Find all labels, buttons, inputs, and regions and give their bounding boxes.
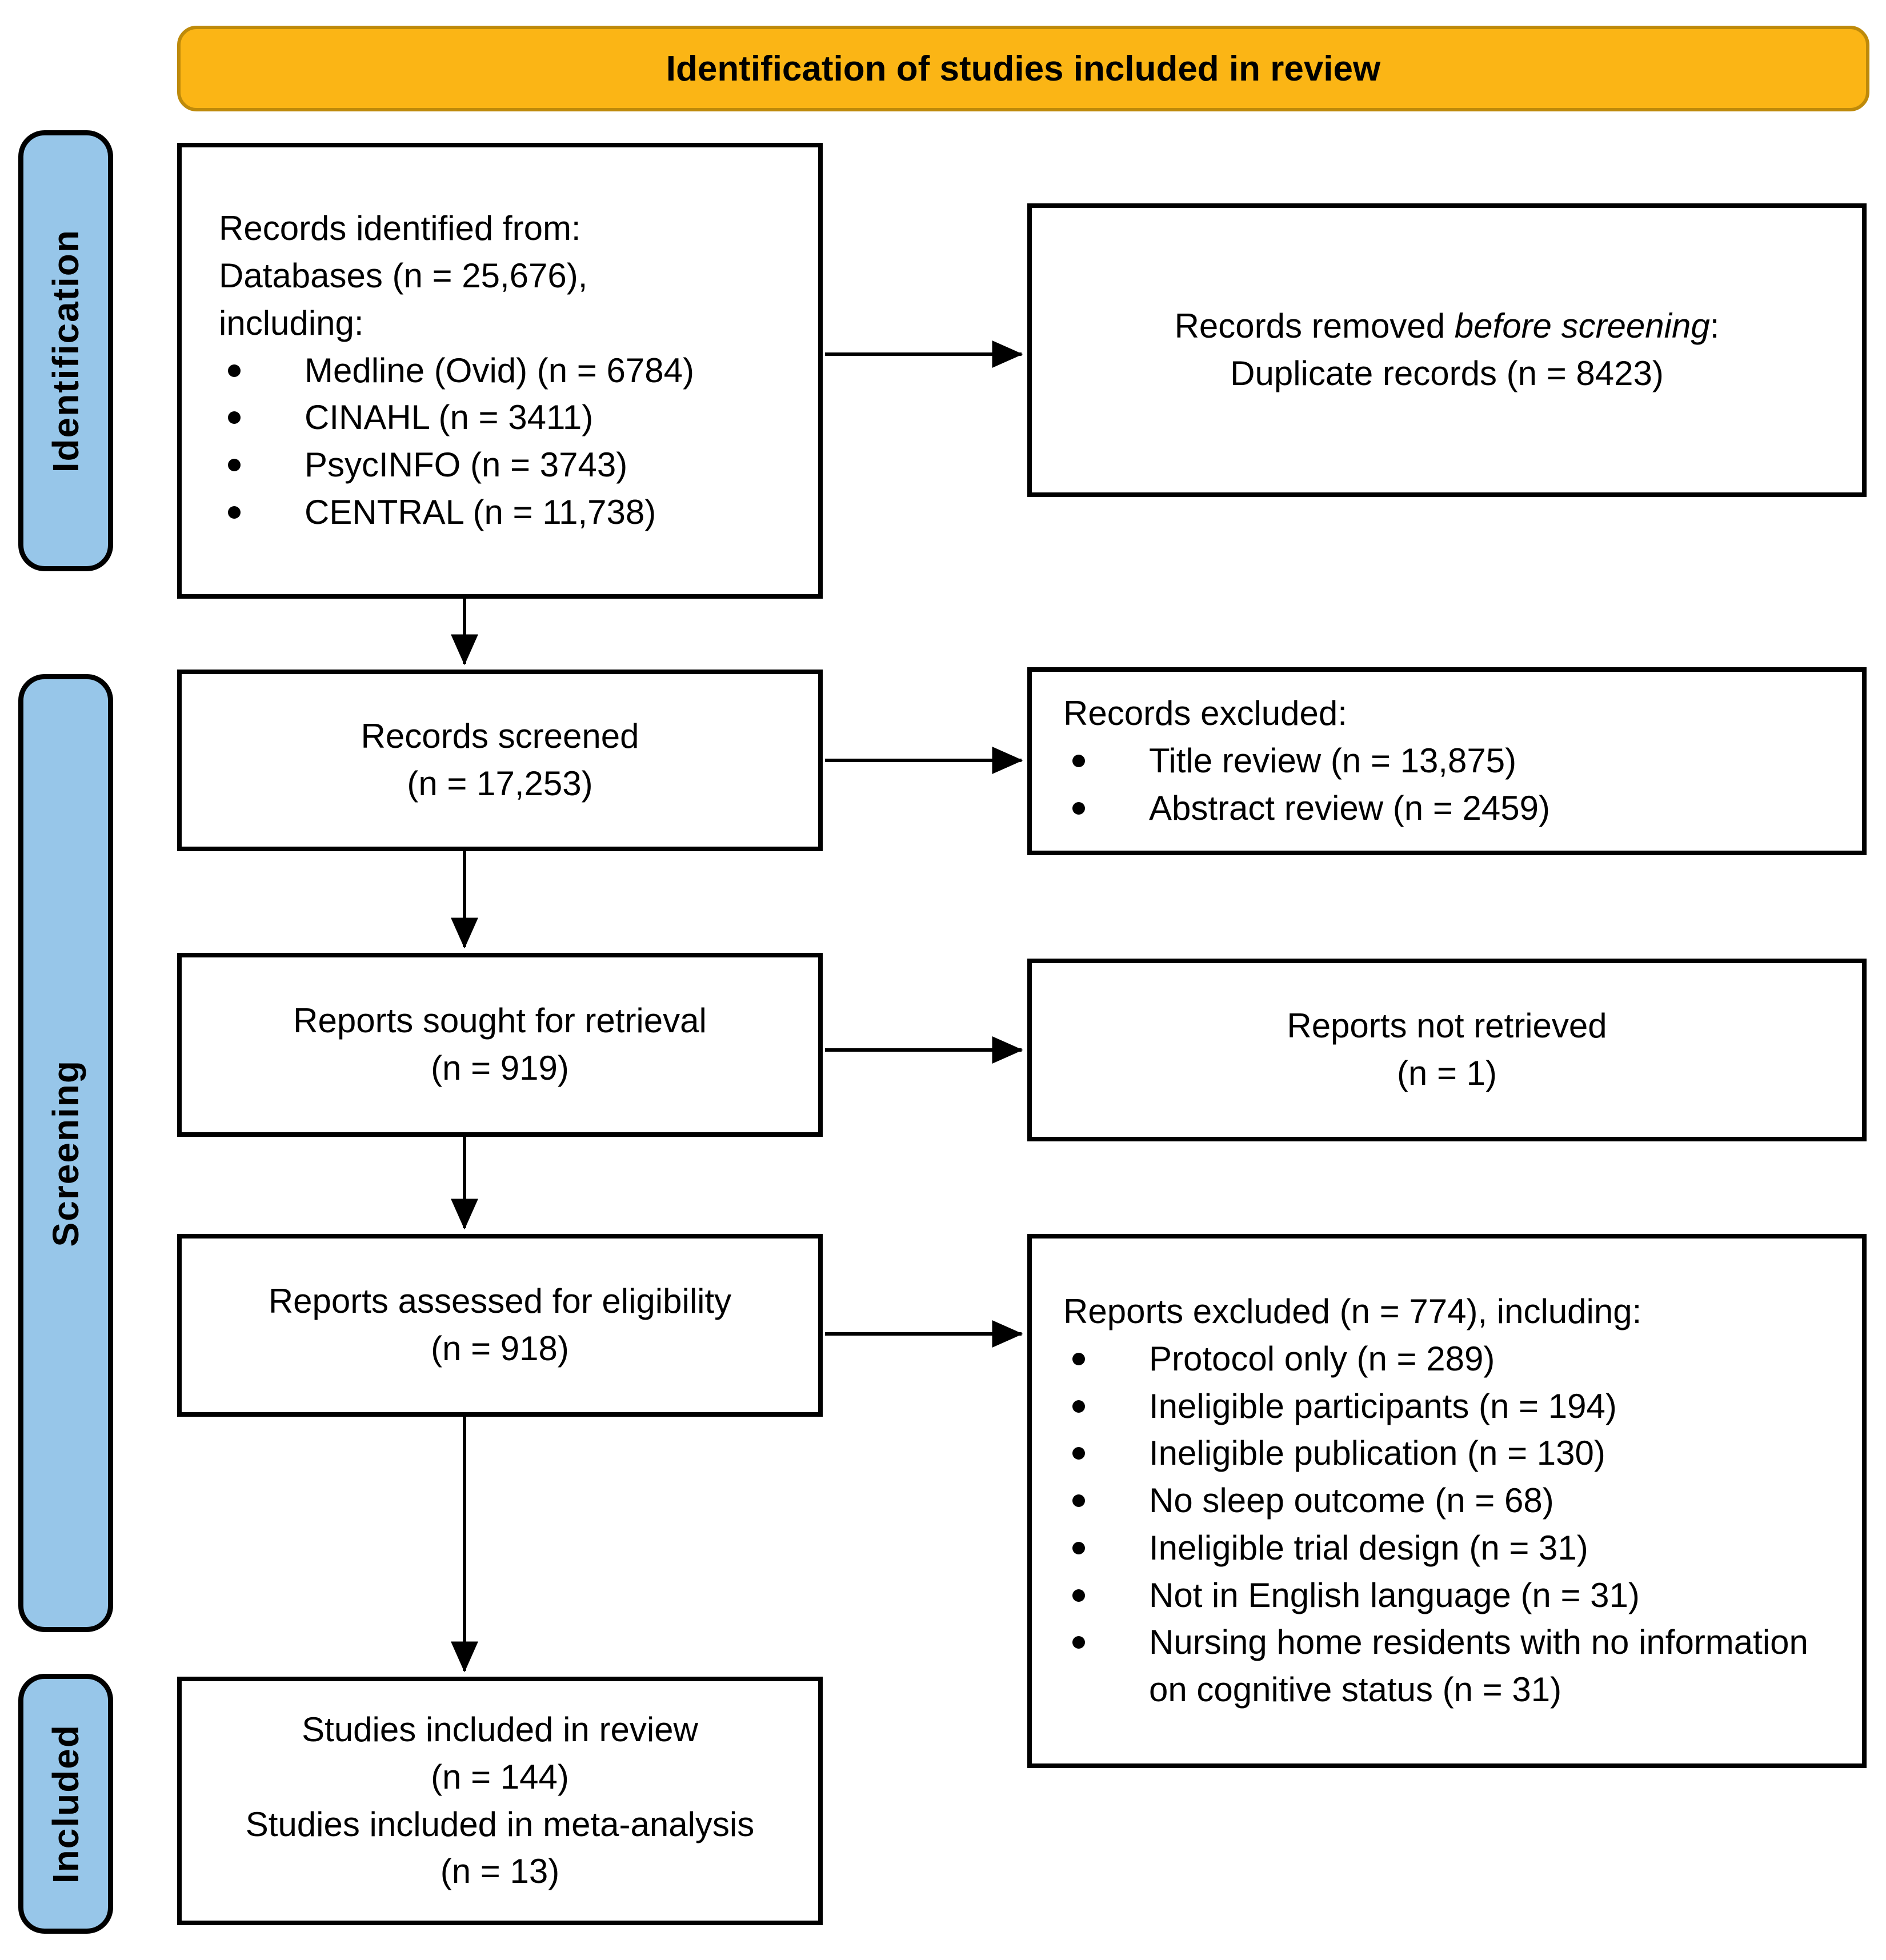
stage-label-screening: Screening [18, 674, 113, 1632]
records-identified-line: Databases (n = 25,676), [219, 256, 588, 295]
bullet-item: CENTRAL (n = 11,738) [219, 489, 787, 536]
box-studies-included: Studies included in review (n = 144) Stu… [177, 1677, 823, 1925]
studies-included-line: Studies included in meta-analysis [245, 1805, 755, 1843]
records-removed-line1: Records removed before screening: [1066, 303, 1828, 350]
banner-title: Identification of studies included in re… [177, 26, 1869, 111]
records-removed-line2: Duplicate records (n = 8423) [1230, 354, 1664, 392]
records-removed-prefix: Records removed [1174, 307, 1455, 346]
bullet-item: Protocol only (n = 289) [1063, 1336, 1836, 1383]
records-removed-italic: before screening [1454, 307, 1710, 346]
records-identified-line: including: [219, 303, 364, 342]
box-reports-sought: Reports sought for retrieval (n = 919) [177, 953, 823, 1137]
box-records-excluded: Records excluded: Title review (n = 13,8… [1027, 667, 1867, 855]
box-reports-assessed: Reports assessed for eligibility (n = 91… [177, 1234, 823, 1417]
reports-excluded-title: Reports excluded (n = 774), including: [1063, 1292, 1642, 1330]
banner-title-label: Identification of studies included in re… [666, 49, 1381, 89]
bullet-item: Ineligible trial design (n = 31) [1063, 1525, 1836, 1572]
bullet-item: Nursing home residents with no informati… [1063, 1619, 1836, 1714]
reports-assessed-line1: Reports assessed for eligibility [268, 1282, 732, 1321]
stage-label-identification: Identification [18, 130, 113, 571]
reports-assessed-line2: (n = 918) [431, 1329, 569, 1368]
box-reports-not-retrieved: Reports not retrieved (n = 1) [1027, 959, 1867, 1141]
bullet-item: Abstract review (n = 2459) [1063, 785, 1836, 832]
stage-label-screening-text: Screening [45, 1059, 86, 1247]
records-removed-suffix: : [1709, 307, 1720, 346]
studies-included-line: (n = 13) [440, 1852, 560, 1891]
stage-label-included-text: Included [45, 1723, 86, 1884]
records-screened-line1: Records screened [361, 717, 639, 756]
box-reports-excluded: Reports excluded (n = 774), including: P… [1027, 1234, 1867, 1768]
bullet-item: Medline (Ovid) (n = 6784) [219, 347, 787, 395]
records-excluded-bullet-list: Title review (n = 13,875)Abstract review… [1063, 737, 1836, 832]
records-identified-bullet-list: Medline (Ovid) (n = 6784)CINAHL (n = 341… [219, 347, 787, 536]
box-records-removed: Records removed before screening: Duplic… [1027, 203, 1867, 497]
bullet-item: Title review (n = 13,875) [1063, 737, 1836, 785]
stage-label-identification-text: Identification [45, 229, 86, 473]
reports-sought-line1: Reports sought for retrieval [293, 1001, 707, 1040]
stage-label-included: Included [18, 1674, 113, 1934]
records-screened-line2: (n = 17,253) [407, 764, 593, 803]
box-records-screened: Records screened (n = 17,253) [177, 670, 823, 851]
studies-included-line: Studies included in review [302, 1710, 698, 1749]
reports-not-retrieved-line2: (n = 1) [1396, 1054, 1497, 1092]
reports-not-retrieved-line1: Reports not retrieved [1287, 1007, 1607, 1045]
studies-included-line: (n = 144) [431, 1757, 569, 1796]
box-records-identified: Records identified from: Databases (n = … [177, 143, 823, 599]
reports-excluded-bullet-list: Protocol only (n = 289)Ineligible partic… [1063, 1336, 1836, 1714]
records-excluded-title: Records excluded: [1063, 694, 1347, 733]
bullet-item: CINAHL (n = 3411) [219, 394, 787, 442]
bullet-item: PsycINFO (n = 3743) [219, 442, 787, 489]
bullet-item: Not in English language (n = 31) [1063, 1572, 1836, 1620]
reports-sought-line2: (n = 919) [431, 1049, 569, 1087]
records-identified-line: Records identified from: [219, 209, 581, 248]
bullet-item: No sleep outcome (n = 68) [1063, 1477, 1836, 1525]
bullet-item: Ineligible participants (n = 194) [1063, 1383, 1836, 1430]
bullet-item: Ineligible publication (n = 130) [1063, 1430, 1836, 1477]
